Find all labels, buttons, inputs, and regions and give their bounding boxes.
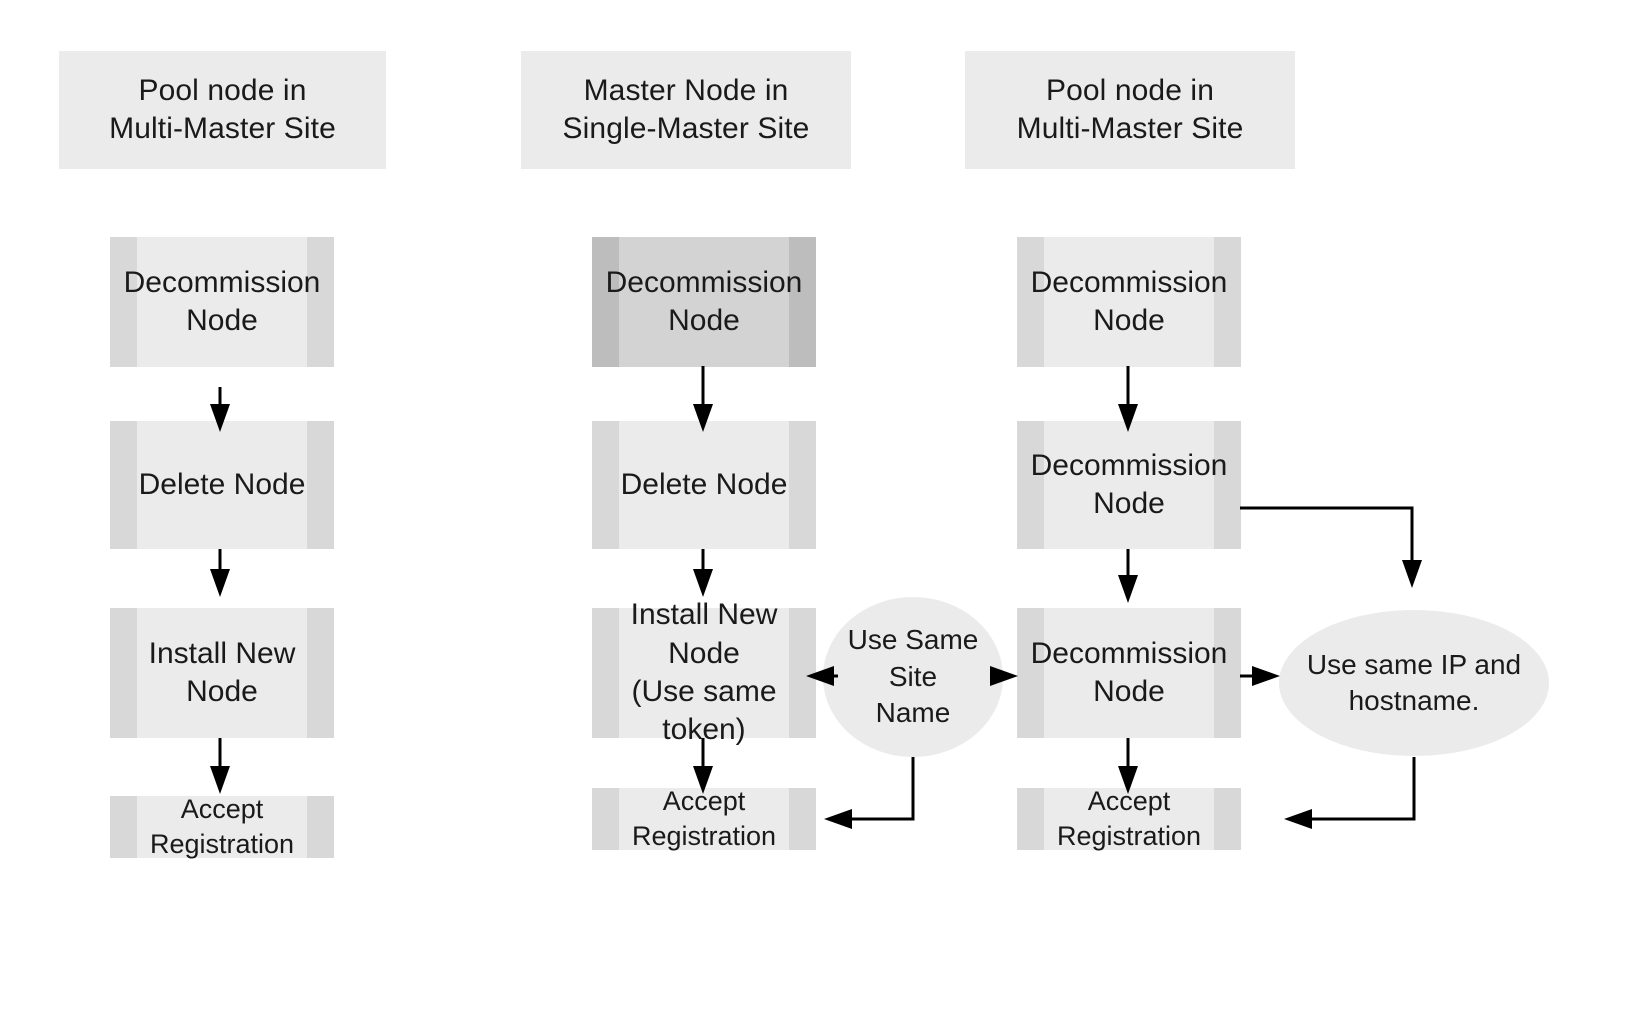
process-box-c1-decommission-node[interactable]: Decommission Node — [110, 237, 334, 367]
box-side-band-left — [592, 237, 619, 367]
column-header-pool-node-multi-master-left: Pool node in Multi-Master Site — [59, 51, 386, 169]
column-header-pool-node-multi-master-right: Pool node in Multi-Master Site — [965, 51, 1295, 169]
process-box-c2-install-new-node[interactable]: Install New Node (Use same token) — [592, 598, 816, 746]
box-side-band-left — [592, 788, 619, 850]
box-side-band-right — [1214, 237, 1241, 367]
note-ellipse-label: Use same IP and hostname. — [1306, 648, 1522, 716]
process-box-label: Decommission Node — [605, 265, 803, 337]
column-header-label: Pool node in Multi-Master Site — [109, 73, 336, 145]
process-box-label: Decommission Node — [1030, 265, 1228, 337]
box-side-band-right — [1214, 608, 1241, 738]
connector-c3-s3-to-note-ip-hostname — [1240, 666, 1280, 686]
box-side-band-left — [110, 421, 137, 549]
process-box-c2-delete-node[interactable]: Delete Node — [592, 421, 816, 549]
process-box-label: Decommission Node — [1030, 636, 1228, 708]
box-side-band-right — [307, 237, 334, 367]
connector-note-site-name-to-c2-s4 — [824, 757, 915, 829]
box-side-band-left — [1017, 608, 1044, 738]
box-side-band-left — [1017, 788, 1044, 850]
process-box-label: Accept Registration — [1056, 786, 1202, 851]
box-side-band-right — [789, 421, 816, 549]
connector-c3-s2-to-c3-s3 — [1118, 549, 1138, 603]
column-header-label: Master Node in Single-Master Site — [562, 73, 810, 145]
box-side-band-left — [110, 796, 137, 858]
process-box-label: Decommission Node — [123, 265, 321, 337]
box-side-band-right — [1214, 421, 1241, 549]
box-side-band-left — [110, 237, 137, 367]
process-box-c3-decommission-node-1[interactable]: Decommission Node — [1017, 237, 1241, 367]
box-side-band-right — [307, 796, 334, 858]
process-box-c1-delete-node[interactable]: Delete Node — [110, 421, 334, 549]
box-side-band-left — [110, 608, 137, 738]
connector-c1-s2-to-c1-s3 — [210, 549, 230, 597]
box-side-band-right — [307, 421, 334, 549]
process-box-c2-accept-registration[interactable]: Accept Registration — [592, 786, 816, 851]
box-side-band-left — [1017, 421, 1044, 549]
process-box-label: Decommission Node — [1030, 448, 1228, 520]
process-box-c3-decommission-node-2[interactable]: Decommission Node — [1017, 421, 1241, 549]
process-box-label: Accept Registration — [149, 794, 295, 859]
process-box-label: Install New Node (Use same token) — [630, 598, 778, 747]
column-header-master-node-single-master: Master Node in Single-Master Site — [521, 51, 851, 169]
process-box-c2-decommission-node[interactable]: Decommission Node — [592, 237, 816, 367]
process-box-label: Delete Node — [620, 467, 788, 501]
process-box-c3-accept-registration[interactable]: Accept Registration — [1017, 786, 1241, 851]
process-box-label: Accept Registration — [631, 786, 777, 851]
connector-note-ip-hostname-to-c3-s4 — [1284, 757, 1416, 829]
process-box-label: Install New Node — [148, 636, 296, 708]
box-side-band-right — [1214, 788, 1241, 850]
box-side-band-left — [592, 608, 619, 738]
connector-c2-s2-to-c2-s3 — [693, 549, 713, 597]
column-header-label: Pool node in Multi-Master Site — [1016, 73, 1244, 145]
process-box-label: Delete Node — [138, 467, 306, 501]
connector-c1-s3-to-c1-s4 — [210, 738, 230, 794]
connector-c3-s2-to-note-ip-hostname — [1240, 506, 1422, 588]
box-side-band-left — [592, 421, 619, 549]
note-ellipse-label: Use Same Site Name — [847, 624, 979, 729]
box-side-band-left — [1017, 237, 1044, 367]
note-ellipse-use-same-ip-and-hostname[interactable]: Use same IP and hostname. — [1279, 610, 1549, 756]
box-side-band-right — [789, 237, 816, 367]
process-box-c1-accept-registration[interactable]: Accept Registration — [110, 794, 334, 859]
box-side-band-right — [789, 788, 816, 850]
process-box-c3-decommission-node-3[interactable]: Decommission Node — [1017, 608, 1241, 738]
note-ellipse-use-same-site-name[interactable]: Use Same Site Name — [823, 597, 1003, 757]
box-side-band-right — [307, 608, 334, 738]
process-box-c1-install-new-node[interactable]: Install New Node — [110, 608, 334, 738]
